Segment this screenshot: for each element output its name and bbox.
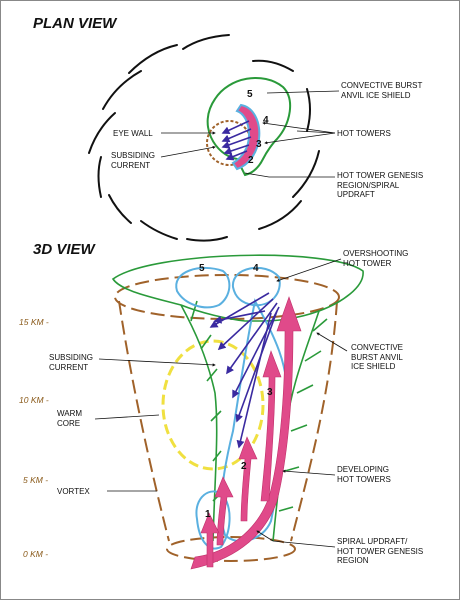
view3d-number-1: 1 <box>205 509 211 520</box>
plan-view-title: PLAN VIEW <box>33 15 117 32</box>
plan-number-3: 3 <box>256 139 262 150</box>
view3d-subsiding-label: SUBSIDING CURRENT <box>49 353 94 372</box>
plan-eye-wall-label: EYE WALL <box>113 129 153 138</box>
updraft-arrows <box>190 296 302 570</box>
plan-number-2: 2 <box>248 155 254 166</box>
view3d-number-2: 2 <box>241 461 247 472</box>
plan-subsiding-arrows <box>221 120 252 161</box>
developing-label: DEVELOPING HOT TOWERS <box>337 465 391 484</box>
plan-anvil-label: CONVECTIVE BURST ANVIL ICE SHIELD <box>341 81 423 100</box>
subsiding-arrows <box>209 292 280 449</box>
altitude-15km: 15 KM - <box>19 317 49 327</box>
spiral-label: SPIRAL UPDRAFT/ HOT TOWER GENESIS REGION <box>337 537 424 565</box>
altitude-0km: 0 KM - <box>23 549 49 559</box>
altitude-10km: 10 KM - <box>19 395 49 405</box>
view3d-title: 3D VIEW <box>33 241 95 258</box>
plan-anvil-shield <box>206 76 292 177</box>
view3d-number-5: 5 <box>199 263 205 274</box>
view3d-leader-lines <box>94 258 348 548</box>
plan-genesis-label: HOT TOWER GENESIS REGION/SPIRAL UPDRAFT <box>337 171 424 199</box>
plan-spiral-bands <box>88 34 320 242</box>
overshooting-label: OVERSHOOTING HOT TOWER <box>343 249 409 268</box>
view3d-anvil-label: CONVECTIVE BURST ANVIL ICE SHIELD <box>351 343 404 371</box>
warm-core-label: WARM CORE <box>57 409 83 428</box>
vortex-label: VORTEX <box>57 487 90 496</box>
view3d-number-4: 4 <box>253 263 259 274</box>
plan-subsiding-label: SUBSIDING CURRENT <box>111 151 156 170</box>
altitude-5km: 5 KM - <box>23 475 49 485</box>
plan-hot-tower-band <box>231 103 261 171</box>
plan-hot-towers-label: HOT TOWERS <box>337 129 391 138</box>
warm-core-ellipse <box>161 339 265 471</box>
plan-number-5: 5 <box>247 89 253 100</box>
plan-number-4: 4 <box>263 115 269 126</box>
view3d-number-3: 3 <box>267 387 273 398</box>
plan-leader-lines <box>160 90 340 178</box>
